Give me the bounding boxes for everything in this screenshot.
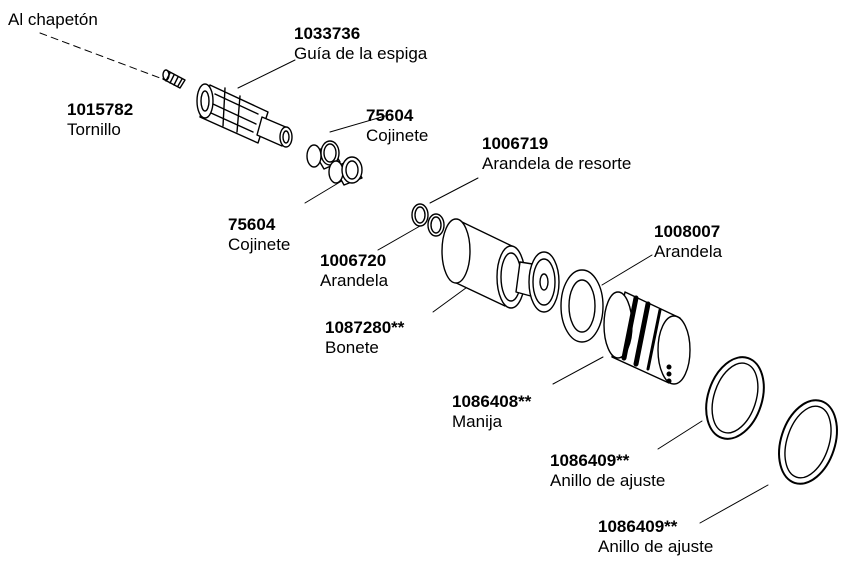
stem-guide-label: 1033736 Guía de la espiga [294,24,427,64]
to-escutcheon-text: Al chapetón [8,10,98,29]
stem-guide-part [196,83,293,148]
screw-name: Tornillo [67,120,121,139]
bushing-bottom-part [328,156,363,186]
bonnet-label: 1087280** Bonete [325,318,404,358]
screw-part [162,69,186,89]
bonnet-name: Bonete [325,338,379,357]
small-washer-part [427,213,445,237]
screw-label: 1015782 Tornillo [67,100,133,140]
trim-ring-2-label: 1086409** Anillo de ajuste [598,517,713,557]
trim-ring-1-part [705,356,765,440]
spring-washer-number: 1006719 [482,134,549,153]
large-washer-part [560,269,604,343]
leader-lines [39,32,769,524]
trim-ring-1-name: Anillo de ajuste [550,471,666,490]
handle-label: 1086408** Manija [452,392,531,432]
large-washer-number: 1008007 [654,222,721,241]
trim-ring-2-number: 1086409** [598,517,678,536]
bushing-bottom-label: 75604 Cojinete [228,215,290,255]
bushing-top-number: 75604 [366,106,414,125]
spring-washer-label: 1006719 Arandela de resorte [482,134,631,174]
trim-ring-2-part [778,399,838,485]
large-washer-label: 1008007 Arandela [654,222,722,262]
stem-guide-name: Guía de la espiga [294,44,428,63]
small-washer-label: 1006720 Arandela [320,251,388,291]
stem-guide-number: 1033736 [294,24,361,43]
bushing-top-name: Cojinete [366,126,429,145]
handle-number: 1086408** [452,392,532,411]
large-washer-name: Arandela [654,242,723,261]
trim-ring-1-label: 1086409** Anillo de ajuste [550,451,665,491]
screw-number: 1015782 [67,100,134,119]
trim-ring-2-name: Anillo de ajuste [598,537,714,556]
small-washer-name: Arandela [320,271,389,290]
bushing-bottom-name: Cojinete [228,235,291,254]
spring-washer-part [411,203,429,227]
bushing-top-label: 75604 Cojinete [366,106,428,146]
bonnet-part [441,218,560,313]
trim-ring-1-number: 1086409** [550,451,630,470]
spring-washer-name: Arandela de resorte [482,154,632,173]
handle-part [603,291,691,385]
small-washer-number: 1006720 [320,251,387,270]
to-escutcheon-label: Al chapetón [8,10,98,30]
handle-name: Manija [452,412,503,431]
bonnet-number: 1087280** [325,318,405,337]
bushing-bottom-number: 75604 [228,215,276,234]
